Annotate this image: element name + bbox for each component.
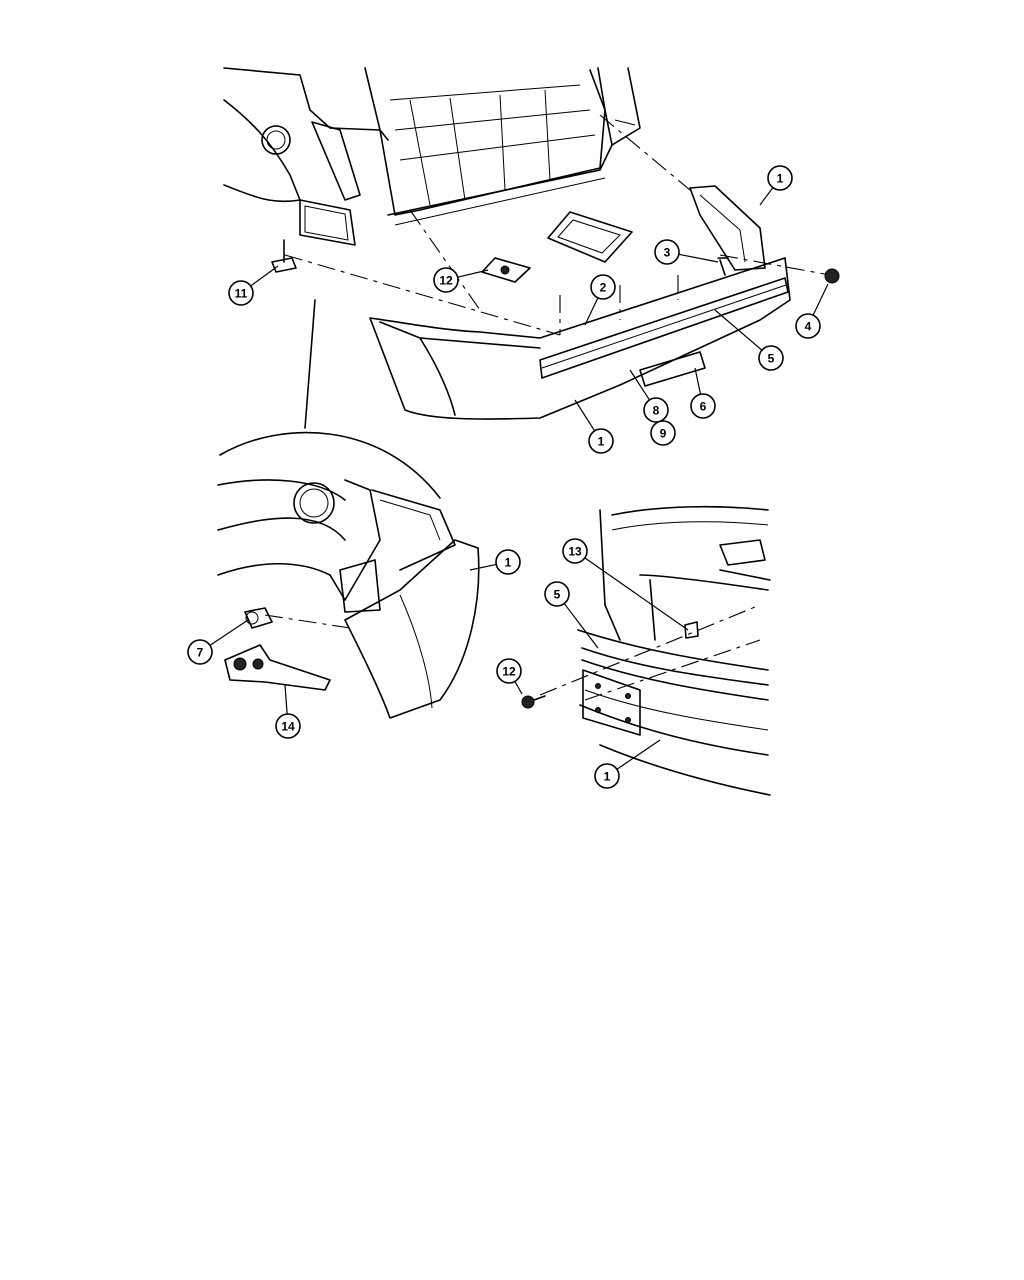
callout-circle bbox=[643, 397, 669, 423]
callout-label: 1 bbox=[598, 435, 605, 449]
callout-leader bbox=[469, 563, 497, 571]
callout-leader bbox=[574, 399, 596, 432]
callout-1: 1 bbox=[594, 739, 661, 789]
callout-label: 3 bbox=[664, 246, 671, 260]
callout-13: 13 bbox=[562, 538, 689, 631]
callout-label: 7 bbox=[197, 646, 204, 660]
callout-circle bbox=[690, 393, 716, 419]
callout-6: 6 bbox=[690, 367, 716, 419]
callout-7: 7 bbox=[187, 619, 249, 665]
callout-circle bbox=[187, 639, 213, 665]
callout-8: 8 bbox=[629, 369, 669, 423]
callout-leader bbox=[714, 309, 763, 351]
callout-14: 14 bbox=[275, 684, 301, 739]
callout-leader bbox=[250, 265, 279, 287]
callout-12: 12 bbox=[433, 267, 489, 293]
callout-label: 1 bbox=[604, 770, 611, 784]
callout-label: 12 bbox=[439, 274, 453, 288]
callout-leader bbox=[678, 253, 719, 263]
callout-label: 5 bbox=[768, 352, 775, 366]
callout-leader bbox=[284, 684, 288, 715]
callout-leader bbox=[694, 367, 702, 395]
callout-leader bbox=[812, 283, 829, 316]
callout-label: 9 bbox=[660, 427, 667, 441]
callout-4: 4 bbox=[795, 283, 829, 339]
callout-circle bbox=[650, 420, 676, 446]
callout-5: 5 bbox=[544, 581, 599, 649]
callout-1: 1 bbox=[469, 549, 521, 575]
callout-1: 1 bbox=[759, 165, 793, 206]
callout-circle bbox=[562, 538, 588, 564]
callout-circle bbox=[496, 658, 522, 684]
callout-2: 2 bbox=[584, 274, 616, 326]
callout-label: 1 bbox=[505, 556, 512, 570]
callout-9: 9 bbox=[650, 420, 676, 446]
callout-leader bbox=[629, 369, 650, 401]
callout-circle bbox=[433, 267, 459, 293]
callout-leader bbox=[616, 739, 661, 770]
callout-circle bbox=[758, 345, 784, 371]
detail-view-left-corner bbox=[217, 431, 480, 719]
callout-label: 12 bbox=[502, 665, 516, 679]
callout-circle bbox=[495, 549, 521, 575]
callout-11: 11 bbox=[228, 265, 279, 306]
callout-leader bbox=[514, 681, 523, 695]
callout-circle bbox=[544, 581, 570, 607]
callout-leader bbox=[584, 297, 599, 326]
detail-view-license-plate bbox=[521, 505, 771, 796]
callout-1: 1 bbox=[574, 399, 614, 454]
callout-leader bbox=[209, 619, 249, 646]
callout-circle bbox=[590, 274, 616, 300]
main-view-vehicle-rear bbox=[223, 67, 840, 429]
callout-circle bbox=[275, 713, 301, 739]
callout-circle bbox=[767, 165, 793, 191]
callout-label: 13 bbox=[568, 545, 582, 559]
callout-leader bbox=[563, 603, 599, 649]
callout-label: 8 bbox=[653, 404, 660, 418]
callout-circle bbox=[588, 428, 614, 454]
callout-label: 14 bbox=[281, 720, 295, 734]
callout-3: 3 bbox=[654, 239, 719, 265]
callout-leader bbox=[584, 557, 689, 631]
callout-5: 5 bbox=[714, 309, 784, 371]
callout-label: 2 bbox=[600, 281, 607, 295]
callout-circle bbox=[594, 763, 620, 789]
callout-label: 4 bbox=[805, 320, 812, 334]
callout-12: 12 bbox=[496, 658, 523, 695]
callout-label: 1 bbox=[777, 172, 784, 186]
callout-circle bbox=[228, 280, 254, 306]
callout-label: 11 bbox=[235, 287, 248, 301]
callout-label: 5 bbox=[554, 588, 561, 602]
callout-label: 6 bbox=[700, 400, 707, 414]
callout-circle bbox=[795, 313, 821, 339]
callout-circle bbox=[654, 239, 680, 265]
callout-leader bbox=[759, 187, 774, 206]
callout-leader bbox=[457, 269, 489, 278]
